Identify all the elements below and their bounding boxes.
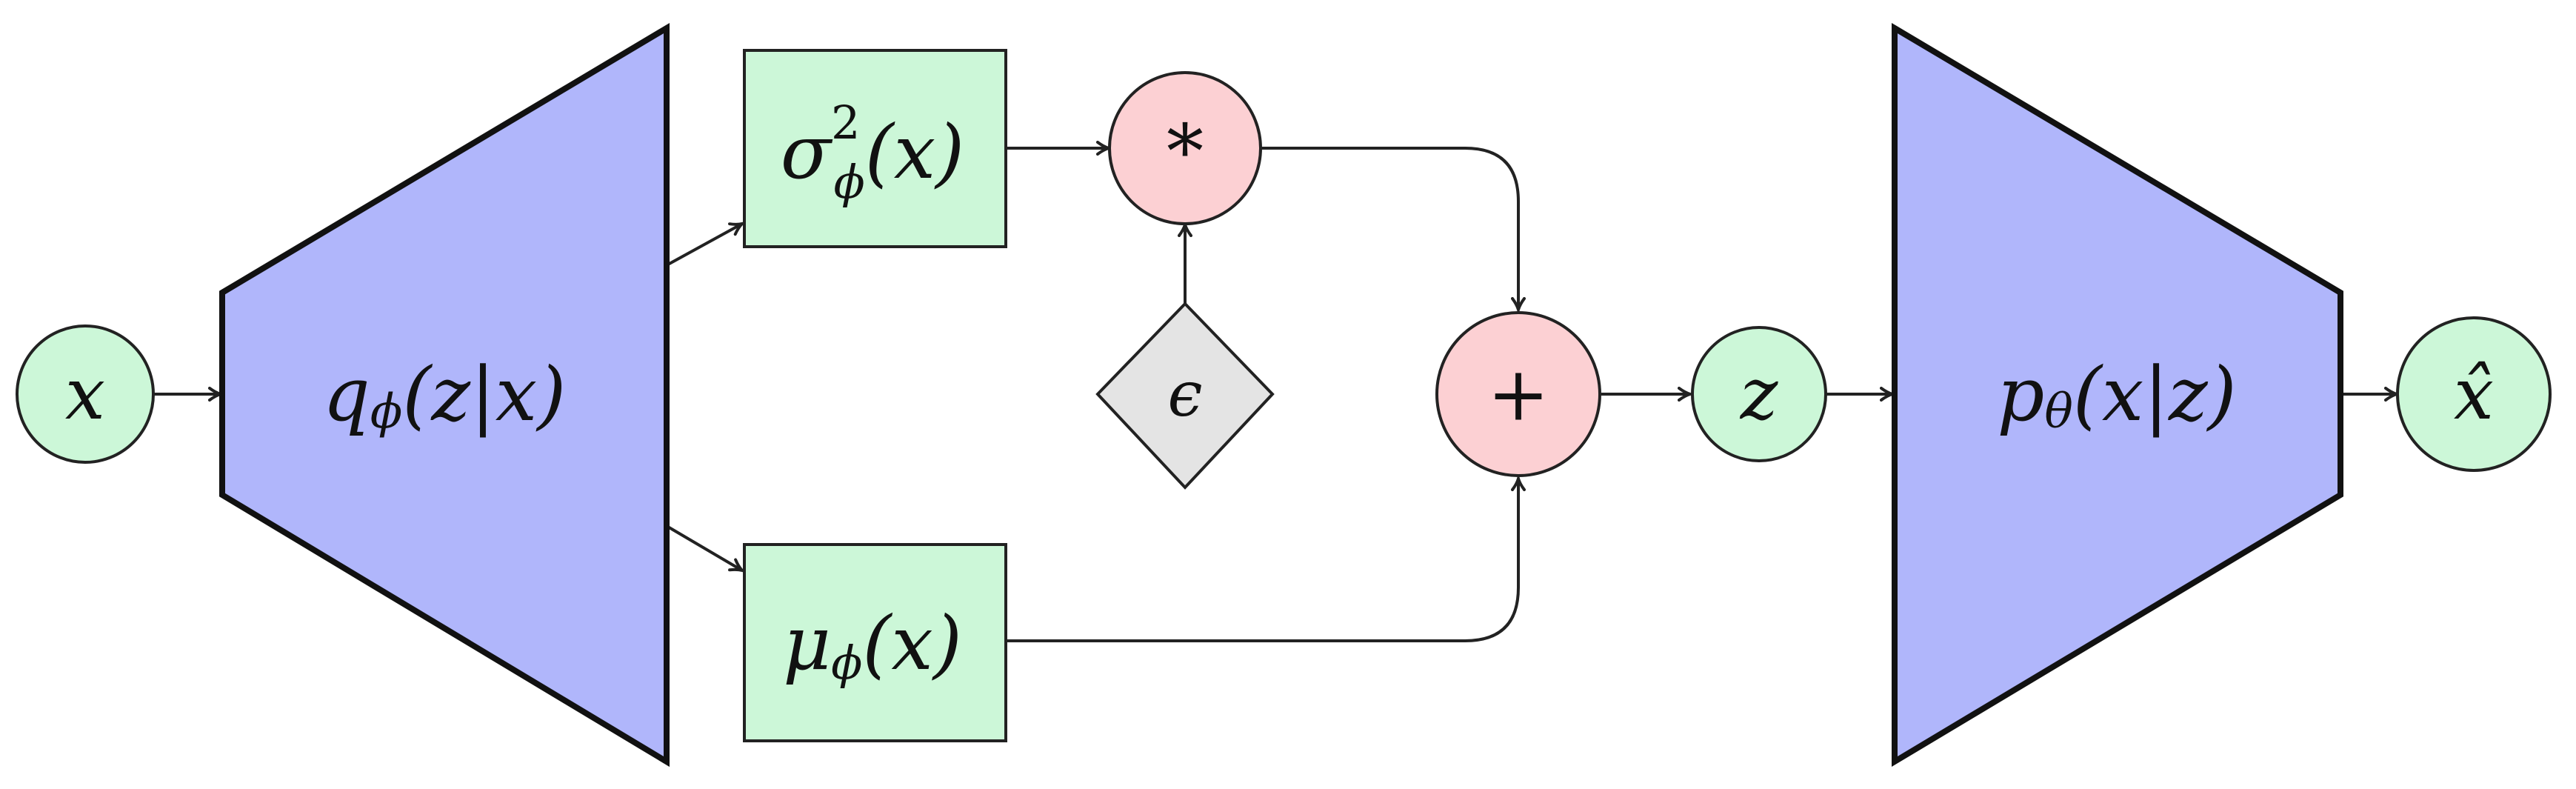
encoder-network: qϕ(z|x) [219,22,670,768]
mean-subscript: ϕ [831,636,862,690]
decoder-args: (x|z) [2073,351,2237,438]
encoder-args: (z|x) [402,351,566,438]
input-node: x [16,324,155,464]
decoder-subscript: θ [2044,384,2073,439]
input-label: x [65,353,105,436]
mean-symbol: μ [783,600,831,687]
add-node: + [1435,311,1601,477]
multiply-circle [1108,71,1262,225]
variance-box [743,49,1007,248]
edges [153,147,2397,642]
mean-label: μϕ(x) [783,600,962,690]
encoder-label: qϕ(z|x) [323,351,566,440]
noise-diamond [1095,302,1275,490]
mean-node: μϕ(x) [743,543,1007,742]
decoder-trapezoid [1892,22,2343,768]
mean-box [743,543,1007,742]
edge-encoder-to-variance [666,224,742,267]
add-label: + [1487,351,1549,438]
encoder-trapezoid [219,22,670,768]
add-circle [1435,311,1601,477]
variance-args: (x) [865,109,964,196]
noise-label: ϵ [1167,358,1202,430]
edge-encoder-to-mean [665,525,742,570]
variance-symbol: σ [781,109,833,196]
latent-node: z [1691,326,1827,462]
variance-superscript: 2 [831,96,860,150]
edge-mean-to-add [1006,479,1518,642]
multiply-node: * [1108,71,1262,225]
latent-label: z [1740,353,1779,436]
encoder-symbol: q [323,351,370,438]
output-label: x̂ [2454,353,2494,436]
noise-node: ϵ [1095,302,1275,490]
decoder-network: pθ(x|z) [1892,22,2343,768]
multiply-label: * [1167,109,1204,196]
edge-multiply-to-add [1261,147,1518,310]
variance-subscript: ϕ [834,155,865,209]
input-circle [16,324,155,464]
encoder-subscript: ϕ [370,384,403,439]
mean-args: (x) [862,600,961,687]
output-node: x̂ [2396,316,2552,472]
decoder-symbol: p [1997,351,2044,438]
latent-circle [1691,326,1827,462]
decoder-label: pθ(x|z) [1997,351,2236,440]
output-circle [2396,316,2552,472]
